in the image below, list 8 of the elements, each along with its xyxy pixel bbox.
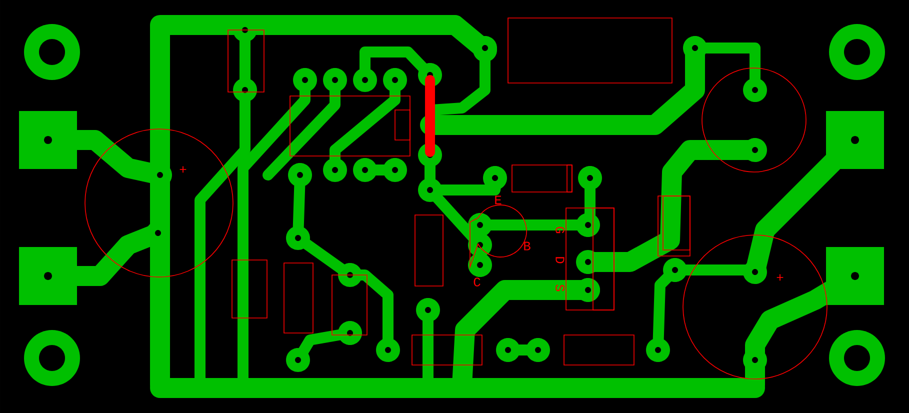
pin-label: B [524,242,530,250]
polarity-mark: + [180,166,186,173]
pin-label: S [556,284,564,292]
polarity-mark: + [776,274,784,281]
pin-label: C [474,278,480,286]
pin-label: D [556,257,564,264]
pin-label: G [556,226,564,234]
pin-label: E [495,196,502,204]
